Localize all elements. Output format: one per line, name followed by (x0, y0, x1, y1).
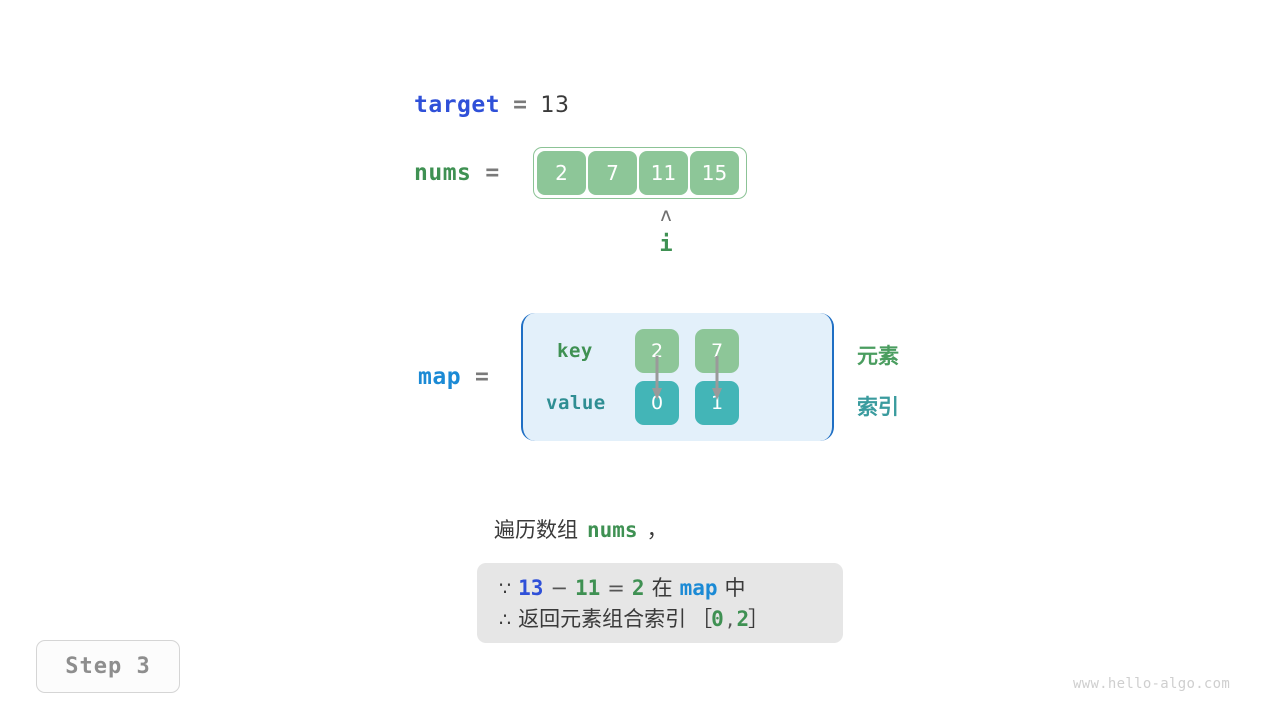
callout-line-2: ∴ 返回元素组合索引 ［ 0 , 2 ］ (499, 603, 821, 634)
callout-return-text: 返回元素组合索引 (518, 607, 687, 631)
because-symbol: ∵ (499, 578, 512, 600)
map-value-cell-1: 1 (695, 381, 739, 425)
callout-box: ∵ 13 − 11 = 2 在 map 中 ∴ 返回元素组合索引 ［ 0 , 2… (477, 563, 843, 643)
callout-bracket-close: ］ (748, 607, 770, 631)
description-lead-text: 遍历数组 (494, 518, 578, 542)
nums-cell-0: 2 (537, 151, 586, 195)
watermark: www.hello-algo.com (1073, 676, 1231, 692)
nums-declaration: nums = (414, 160, 500, 186)
map-value-row-label: value (546, 392, 606, 414)
therefore-symbol: ∴ (499, 609, 512, 631)
step-badge: Step 3 (36, 640, 180, 693)
callout-line-1: ∵ 13 − 11 = 2 在 map 中 (499, 572, 821, 603)
callout-map-var: map (679, 576, 718, 600)
callout-operand-b: 11 (575, 576, 601, 600)
map-declaration: map = (418, 364, 489, 390)
callout-zhong-text: 中 (724, 576, 746, 600)
callout-index-0: 0 (711, 607, 724, 631)
map-var-name: map (418, 364, 462, 390)
pointer-label-i: i (659, 232, 673, 257)
pointer-caret-icon: ʌ (660, 204, 672, 226)
target-declaration: target = 13 (414, 92, 569, 118)
description-lead-var: nums (587, 518, 638, 542)
callout-index-1: 2 (736, 607, 750, 631)
map-note-elements: 元素 (857, 344, 899, 368)
nums-cell-2: 11 (639, 151, 688, 195)
map-equals-sign: = (475, 364, 490, 390)
nums-cell-1: 7 (588, 151, 637, 195)
callout-equals-sign: = (607, 576, 625, 600)
callout-zai-text: 在 (651, 576, 673, 600)
description-lead-comma: ， (646, 518, 668, 542)
description-line: 遍历数组 nums ， (494, 514, 668, 544)
callout-bracket-open: ［ (691, 607, 713, 631)
callout-operand-a: 13 (518, 576, 544, 600)
nums-cell-3: 15 (690, 151, 739, 195)
nums-var-name: nums (414, 160, 472, 186)
map-value-cell-0: 0 (635, 381, 679, 425)
nums-array-container: 2 7 11 15 (533, 147, 747, 199)
target-equals-sign: = (513, 92, 528, 118)
map-key-row-label: key (557, 340, 593, 362)
target-var-name: target (414, 92, 501, 118)
callout-minus-sign: − (550, 576, 568, 600)
target-value: 13 (540, 93, 570, 118)
callout-result: 2 (631, 576, 645, 600)
nums-equals-sign: = (485, 160, 500, 186)
map-key-cell-1: 7 (695, 329, 739, 373)
map-note-indices: 索引 (857, 395, 899, 419)
map-key-cell-0: 2 (635, 329, 679, 373)
callout-index-comma: , (726, 607, 734, 631)
